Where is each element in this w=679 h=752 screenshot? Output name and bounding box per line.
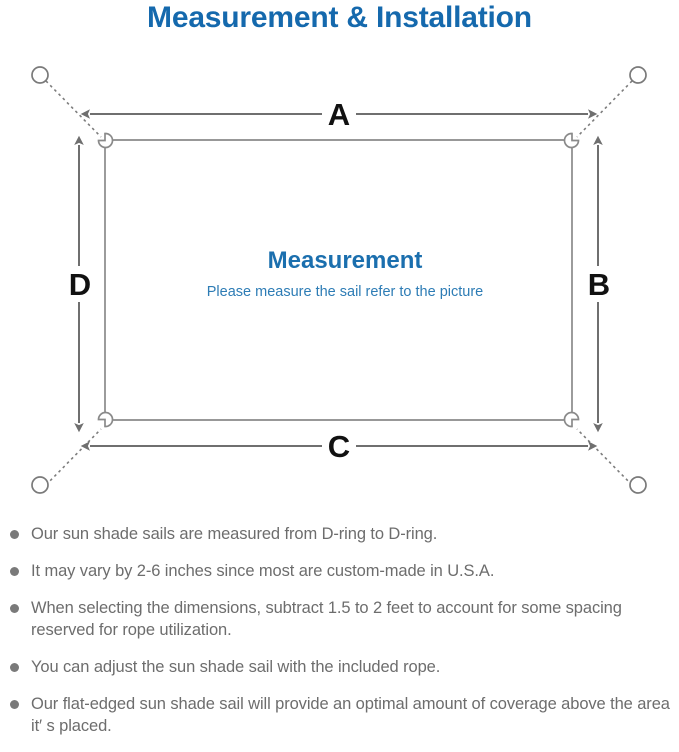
backplate-left <box>64 266 96 302</box>
bullet-icon <box>10 530 19 539</box>
list-item: Our flat-edged sun shade sail will provi… <box>0 693 679 737</box>
d-ring-top-right <box>563 132 580 149</box>
notes-list: Our sun shade sails are measured from D-… <box>0 523 679 752</box>
bullet-icon <box>10 700 19 709</box>
dimension-label-bottom: C <box>328 429 350 464</box>
bullet-icon <box>10 604 19 613</box>
diagram-center-title: Measurement <box>268 247 423 274</box>
dimension-label-backplates <box>64 96 615 464</box>
bullet-icon <box>10 567 19 576</box>
rope-line-bottom-left <box>45 428 102 486</box>
rope-line-bottom-right <box>576 428 633 486</box>
sail-rectangle <box>104 139 573 421</box>
d-rings-group <box>97 132 580 428</box>
list-item: When selecting the dimensions, subtract … <box>0 597 679 641</box>
diagram-svg: A C D B Measurement Please measure the s… <box>31 66 647 494</box>
shade-sail-diagram: A C D B Measurement Please measure the s… <box>0 48 679 513</box>
list-item: Our sun shade sails are measured from D-… <box>0 523 679 545</box>
list-item-text: Our sun shade sails are measured from D-… <box>31 525 438 543</box>
rope-lines-group <box>45 80 633 486</box>
page-title: Measurement & Installation <box>147 1 532 34</box>
anchor-circle-bottom-left <box>31 476 49 494</box>
dimension-label-right: B <box>588 267 610 302</box>
anchor-circles-group <box>31 66 647 494</box>
list-item: You can adjust the sun shade sail with t… <box>0 656 679 678</box>
list-item-text: It may vary by 2-6 inches since most are… <box>31 562 495 580</box>
anchor-circle-bottom-right <box>629 476 647 494</box>
dimension-label-left: D <box>69 267 91 302</box>
rope-line-top-right <box>576 80 633 138</box>
list-item-text: You can adjust the sun shade sail with t… <box>31 658 441 676</box>
backplate-top <box>322 96 356 132</box>
list-item: It may vary by 2-6 inches since most are… <box>0 560 679 582</box>
list-item-text: Our flat-edged sun shade sail will provi… <box>31 695 670 735</box>
diagram-center-subtitle: Please measure the sail refer to the pic… <box>207 284 483 300</box>
list-item-text: When selecting the dimensions, subtract … <box>31 599 622 639</box>
bullet-icon <box>10 663 19 672</box>
backplate-right <box>583 266 615 302</box>
dimension-label-top: A <box>328 97 350 132</box>
d-ring-top-left <box>97 132 114 149</box>
anchor-circle-top-right <box>629 66 647 84</box>
d-ring-bottom-left <box>97 411 114 428</box>
rope-line-top-left <box>45 80 102 138</box>
backplate-bottom <box>322 428 356 464</box>
d-ring-bottom-right <box>563 411 580 428</box>
anchor-circle-top-left <box>31 66 49 84</box>
